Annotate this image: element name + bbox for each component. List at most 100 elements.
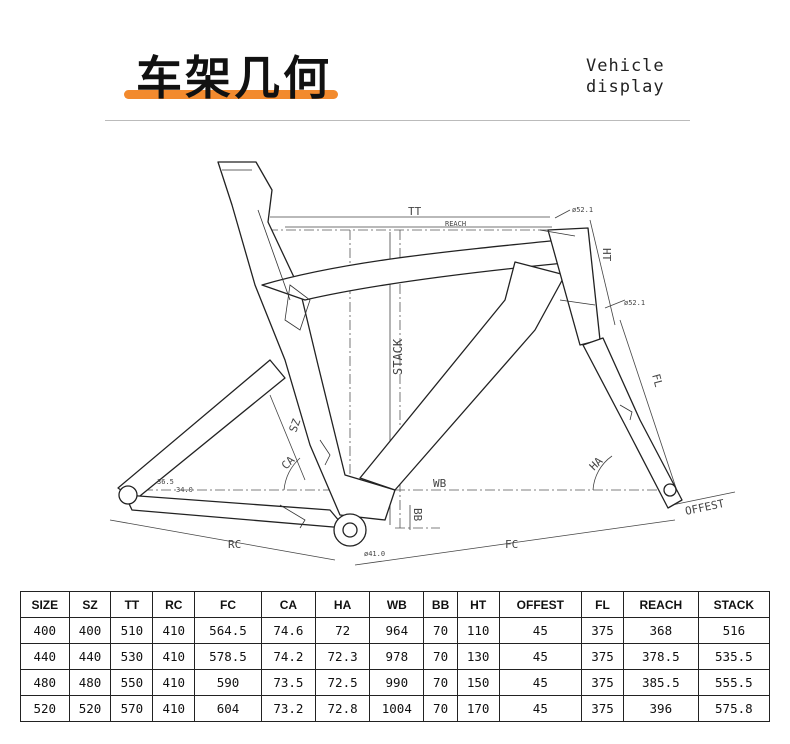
- frame-detail-lines: [222, 169, 633, 529]
- table-cell: 964: [369, 617, 425, 644]
- geometry-table: SIZE SZ TT RC FC CA HA WB BB HT OFFEST F…: [20, 591, 771, 722]
- label-stack: STACK: [391, 338, 405, 375]
- table-cell: 480: [20, 669, 70, 696]
- table-cell: 410: [152, 695, 196, 722]
- table-cell: 604: [194, 695, 262, 722]
- label-head-diameter-top: ø52.1: [572, 206, 593, 214]
- table-cell: 396: [622, 695, 699, 722]
- table-cell: 45: [498, 669, 583, 696]
- table-cell: 378.5: [622, 643, 699, 670]
- col-header: WB: [369, 591, 425, 618]
- col-header: BB: [423, 591, 458, 618]
- table-cell: 375: [581, 669, 624, 696]
- table-cell: 45: [498, 695, 583, 722]
- label-ht: HT: [600, 248, 613, 262]
- table-cell: 440: [20, 643, 70, 670]
- bike-frame: [117, 161, 683, 547]
- table-cell: 150: [456, 669, 500, 696]
- table-cell: 575.8: [697, 695, 771, 722]
- table-cell: 400: [20, 617, 70, 644]
- col-header: TT: [110, 591, 154, 618]
- label-wb: WB: [433, 477, 447, 490]
- table-cell: 410: [152, 643, 196, 670]
- table-cell: 570: [110, 695, 154, 722]
- table-row: 480 480 550 410 590 73.5 72.5 990 70 150…: [20, 669, 771, 696]
- label-sz: SZ: [287, 417, 304, 434]
- table-cell: 410: [152, 617, 196, 644]
- table-cell: 368: [622, 617, 699, 644]
- table-cell: 375: [581, 643, 624, 670]
- col-header: HA: [314, 591, 371, 618]
- table-cell: 72.5: [314, 669, 371, 696]
- label-fl: FL: [649, 372, 665, 389]
- header-divider: [105, 120, 690, 121]
- table-cell: 74.2: [260, 643, 316, 670]
- table-cell: 375: [581, 617, 624, 644]
- table-cell: 520: [68, 695, 112, 722]
- col-header: FL: [581, 591, 624, 618]
- table-row: 440 440 530 410 578.5 74.2 72.3 978 70 1…: [20, 643, 771, 670]
- table-cell: 70: [423, 643, 458, 670]
- col-header: HT: [456, 591, 500, 618]
- label-dim-340: 34.0: [176, 486, 193, 494]
- col-header: SIZE: [20, 591, 70, 618]
- label-bb-diameter: ø41.0: [364, 550, 385, 558]
- table-cell: 410: [152, 669, 196, 696]
- table-cell: 400: [68, 617, 112, 644]
- table-cell: 375: [581, 695, 624, 722]
- table-cell: 72.8: [314, 695, 371, 722]
- label-tt: TT: [408, 205, 422, 218]
- col-header: OFFEST: [498, 591, 583, 618]
- label-reach: REACH: [445, 220, 466, 228]
- table-cell: 45: [498, 617, 583, 644]
- table-cell: 550: [110, 669, 154, 696]
- table-cell: 555.5: [697, 669, 771, 696]
- table-cell: 70: [423, 669, 458, 696]
- label-fc: FC: [505, 538, 518, 551]
- label-dim-365: 36.5: [157, 478, 174, 486]
- col-header: STACK: [697, 591, 771, 618]
- label-ha: HA: [587, 454, 606, 473]
- table-cell: 385.5: [622, 669, 699, 696]
- subtitle-line-1: Vehicle: [586, 56, 665, 76]
- table-cell: 170: [456, 695, 500, 722]
- table-cell: 520: [20, 695, 70, 722]
- label-head-diameter-bottom: ø52.1: [624, 299, 645, 307]
- dimension-lines: [109, 209, 736, 566]
- table-cell: 130: [456, 643, 500, 670]
- table-cell: 516: [697, 617, 771, 644]
- frame-geometry-diagram: TT REACH STACK HT FL SZ CA HA WB BB RC F…: [109, 161, 736, 566]
- table-cell: 70: [423, 617, 458, 644]
- table-cell: 530: [110, 643, 154, 670]
- title-accent-bar: [124, 90, 338, 99]
- table-cell: 72.3: [314, 643, 371, 670]
- label-rc: RC: [228, 538, 241, 551]
- table-cell: 45: [498, 643, 583, 670]
- table-cell: 73.2: [260, 695, 316, 722]
- table-cell: 440: [68, 643, 112, 670]
- col-header: RC: [152, 591, 196, 618]
- table-cell: 510: [110, 617, 154, 644]
- table-cell: 110: [456, 617, 500, 644]
- table-cell: 480: [68, 669, 112, 696]
- label-offest: OFFEST: [684, 497, 726, 518]
- page-title: 车架几何: [136, 51, 332, 105]
- table-cell: 70: [423, 695, 458, 722]
- table-header-row: SIZE SZ TT RC FC CA HA WB BB HT OFFEST F…: [20, 591, 771, 618]
- table-cell: 73.5: [260, 669, 316, 696]
- table-cell: 578.5: [194, 643, 262, 670]
- table-cell: 990: [369, 669, 425, 696]
- table-cell: 1004: [369, 695, 425, 722]
- page-subtitle: Vehicle display: [586, 56, 665, 98]
- table-cell: 74.6: [260, 617, 316, 644]
- table-cell: 590: [194, 669, 262, 696]
- table-row: 400 400 510 410 564.5 74.6 72 964 70 110…: [20, 617, 771, 644]
- col-header: REACH: [622, 591, 699, 618]
- col-header: CA: [260, 591, 316, 618]
- table-cell: 978: [369, 643, 425, 670]
- col-header: SZ: [68, 591, 112, 618]
- table-row: 520 520 570 410 604 73.2 72.8 1004 70 17…: [20, 695, 771, 722]
- label-bb: BB: [411, 508, 424, 522]
- table-cell: 72: [314, 617, 371, 644]
- subtitle-line-2: display: [586, 77, 665, 97]
